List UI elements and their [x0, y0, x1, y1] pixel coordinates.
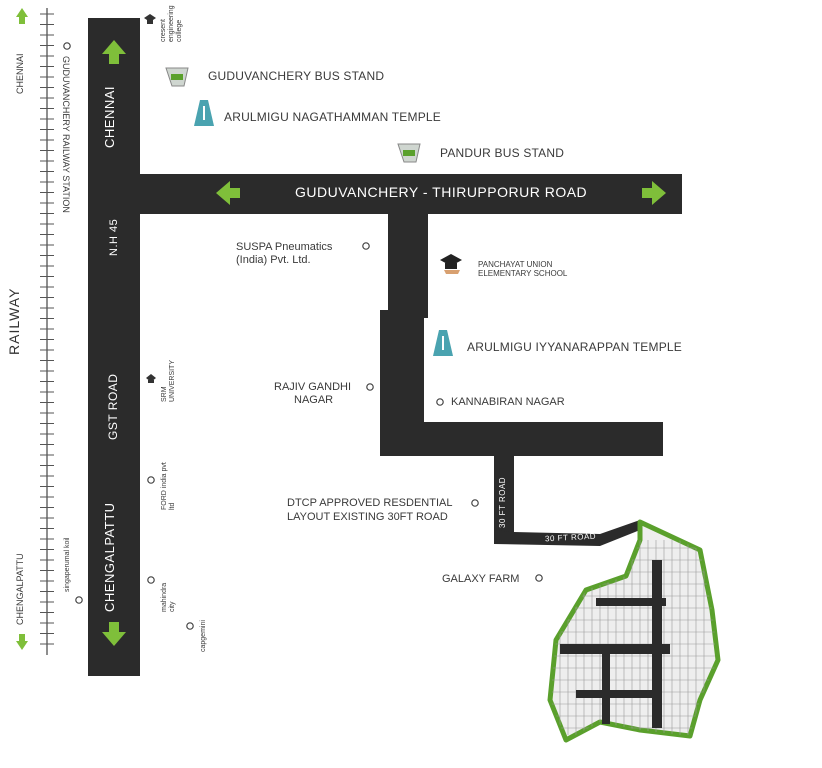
temple-icon [194, 100, 214, 126]
rajiv-marker [366, 383, 374, 391]
mahindra-label: mahindra city [161, 582, 176, 612]
suspa-label-1: SUSPA Pneumatics [236, 241, 333, 253]
nh45-name-label: N.H 45 [108, 218, 120, 256]
suspa-label-2: (India) Pvt. Ltd. [236, 254, 311, 266]
nh45-bottom-label: CHENGALPATTU [102, 502, 117, 612]
kannabiran-label: KANNABIRAN NAGAR [451, 396, 565, 408]
gst-road-label: GST ROAD [106, 373, 120, 440]
railway-bottom-label: CHENGALPATTU [15, 553, 25, 625]
rajiv-label-2: NAGAR [294, 394, 334, 406]
road-30ft-vertical-label: 30 FT ROAD [498, 476, 507, 528]
road-30ft-diagonal [494, 520, 640, 546]
srm-label: SRM UNIVERSITY [161, 359, 176, 402]
dtcp-label-1: DTCP APPROVED RESDENTIAL [287, 497, 453, 509]
railway-line [40, 8, 54, 655]
nh45-top-label: CHENNAI [102, 85, 117, 148]
road-30ft-horizontal-label: 30 FT ROAD [544, 531, 597, 544]
arrow-north-nh45 [102, 40, 126, 64]
arrow-west-main [216, 181, 240, 205]
iyyanarappan-temple-label: ARULMIGU IYYANARAPPAN TEMPLE [467, 340, 682, 354]
mahindra-marker [147, 576, 155, 584]
capgemini-label: capgemini [200, 620, 207, 652]
guduvanchery-bus-label: GUDUVANCHERY BUS STAND [208, 69, 385, 83]
dtcp-label-2: LAYOUT EXISTING 30FT ROAD [287, 511, 448, 523]
suspa-marker [362, 242, 370, 250]
graduation-cap-icon [146, 374, 156, 383]
arrow-north-railway [16, 8, 28, 24]
graduation-cap-icon [440, 254, 462, 274]
arrow-east-main [642, 181, 666, 205]
station-marker [63, 42, 71, 50]
galaxy-marker [535, 574, 543, 582]
arrow-south-railway [16, 634, 28, 650]
bus-stand-icon [165, 67, 189, 87]
bus-stand-icon [397, 143, 421, 163]
ford-label: FORD india pvt ltd [161, 462, 176, 510]
arrow-south-nh45 [102, 622, 126, 646]
railway-label: RAILWAY [6, 287, 22, 355]
nagathamman-temple-label: ARULMIGU NAGATHAMMAN TEMPLE [224, 110, 441, 124]
road-30ft-vertical [494, 456, 514, 542]
horizontal-road [380, 422, 663, 456]
railway-station-label: GUDUVANCHERY RAILWAY STATION [61, 56, 71, 213]
school-label-2: ELEMENTARY SCHOOL [478, 269, 568, 278]
connector-road-upper [388, 214, 428, 318]
nh45-road [88, 18, 140, 676]
singaperumal-label: singaperumal koil [64, 537, 71, 592]
galaxy-farm-label: GALAXY FARM [442, 573, 520, 585]
temple-icon [433, 330, 453, 356]
plot-layout [547, 519, 721, 743]
railway-top-label: CHENNAI [15, 53, 25, 94]
crescent-label: cresent engineering college [160, 5, 183, 42]
dtcp-marker [471, 499, 479, 507]
graduation-cap-icon [144, 14, 156, 24]
ford-marker [147, 476, 155, 484]
capgemini-marker [186, 622, 194, 630]
main-road-label: GUDUVANCHERY - THIRUPPORUR ROAD [295, 184, 588, 200]
rajiv-label-1: RAJIV GANDHI [274, 381, 352, 393]
school-label-1: PANCHAYAT UNION [478, 260, 553, 269]
pandur-bus-label: PANDUR BUS STAND [440, 146, 565, 160]
singaperumal-marker [75, 596, 83, 604]
kannabiran-marker [436, 398, 444, 406]
